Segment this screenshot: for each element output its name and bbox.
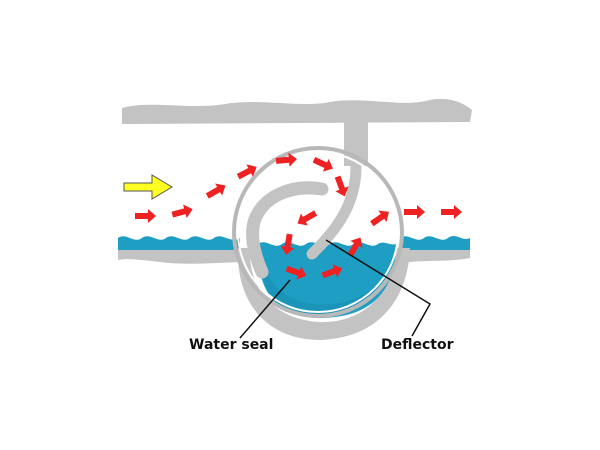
small-red-arrow-icon: [321, 264, 343, 279]
small-red-arrow-icon: [171, 204, 193, 218]
small-red-arrow-icon: [347, 237, 363, 258]
floor-band-left: [118, 250, 250, 264]
small-red-arrow-icon: [285, 265, 307, 280]
water-seal-leader-line: [239, 279, 291, 339]
floor-band-right: [395, 250, 470, 262]
small-red-arrow-icon: [441, 205, 462, 219]
small-red-arrow-icon: [370, 210, 390, 227]
small-red-arrow-icon: [275, 152, 297, 167]
small-red-arrow-icon: [297, 210, 318, 226]
small-red-arrow-icon: [135, 209, 156, 223]
arrow-right-icon: [123, 174, 173, 200]
flow-arrows: [135, 152, 462, 280]
water-surface: [118, 236, 240, 250]
ceiling-slab: [122, 98, 472, 124]
water-seal-label: Water seal: [189, 337, 274, 353]
vent-pipe: [344, 122, 368, 166]
small-red-arrow-icon: [334, 175, 349, 197]
small-red-arrow-icon: [205, 183, 226, 199]
water-seal-shadow: [262, 262, 380, 316]
small-red-arrow-icon: [312, 157, 333, 172]
small-red-arrow-icon: [404, 205, 425, 219]
small-red-arrow-icon: [236, 164, 257, 180]
deflector-label: Deflector: [381, 337, 454, 353]
deflector-fin: [306, 160, 362, 260]
water-surface-right: [400, 236, 470, 250]
trap-bowl: [237, 248, 410, 340]
small-red-arrow-icon: [280, 233, 295, 255]
deflector: [246, 181, 329, 279]
magnifier-circle-inner: [237, 151, 399, 313]
magnifier-circle: [232, 146, 404, 318]
deflector-leader-line: [325, 239, 432, 337]
